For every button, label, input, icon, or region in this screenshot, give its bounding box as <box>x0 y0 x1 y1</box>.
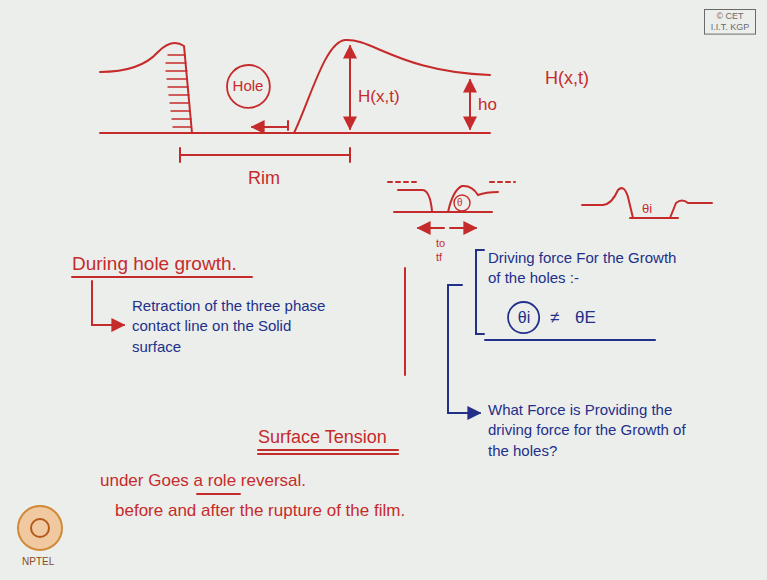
tick <box>179 148 181 162</box>
box-outline <box>705 10 756 35</box>
hatch-line <box>169 94 189 95</box>
dimension-label: Rim <box>248 166 280 190</box>
hole-circle: Hole <box>226 64 271 109</box>
hatch-line <box>172 118 191 119</box>
hatch-line <box>167 78 187 79</box>
hatch-line <box>168 54 185 55</box>
angle-label: θ <box>457 196 463 210</box>
hatch-line <box>168 86 188 87</box>
hatching <box>166 55 191 127</box>
angle-circle <box>454 195 470 211</box>
underline <box>258 453 398 455</box>
film-profile <box>582 188 633 218</box>
hatch-line <box>171 110 190 111</box>
film-profile <box>398 190 432 211</box>
height-label: H(x,t) <box>358 86 400 109</box>
height-arrow <box>349 46 351 129</box>
question-text: What Force is Providing the driving forc… <box>488 400 703 461</box>
circle-outline <box>508 302 539 333</box>
logo-text: NPTEL <box>22 555 54 569</box>
note-text: Driving force For the Growth of the hole… <box>488 248 688 289</box>
pointer-arrow <box>92 281 124 325</box>
heading: During hole growth. <box>72 251 237 277</box>
time-label: tf <box>436 250 442 265</box>
hatch-line <box>166 70 187 71</box>
symbol: θE <box>575 307 596 330</box>
underline <box>72 276 252 278</box>
tick <box>287 121 289 130</box>
time-label: to <box>436 236 445 251</box>
underline <box>485 339 655 341</box>
symbol: ≠ <box>550 307 559 330</box>
underline <box>197 493 240 495</box>
film-profile <box>294 40 490 133</box>
motion-arrow <box>418 227 444 229</box>
heading: Surface Tension <box>258 425 387 449</box>
tick <box>349 148 351 162</box>
initial-film <box>490 181 515 183</box>
angle-label: θi <box>642 200 652 218</box>
film-profile <box>670 201 712 219</box>
nptel-logo <box>18 506 62 550</box>
bracket <box>476 250 484 334</box>
circle-outline <box>227 65 270 108</box>
node-text: Hole <box>233 77 264 95</box>
underline <box>258 449 398 451</box>
note-text: before and after the rupture of the film… <box>115 500 405 523</box>
hatch-line <box>170 102 189 103</box>
watermark-box: © CET I.I.T. KGP <box>704 9 756 35</box>
note-text: Retraction of the three phase contact li… <box>132 296 337 357</box>
node-text: θi <box>518 308 530 327</box>
nptel-logo <box>31 519 49 537</box>
note-text: under Goes a role reversal. <box>100 470 306 493</box>
height-label: ho <box>478 94 497 117</box>
bracket-arrow <box>448 285 480 413</box>
film-profile <box>100 43 192 133</box>
substrate-line <box>394 211 492 213</box>
divider <box>404 268 406 375</box>
hatch-line <box>173 126 191 127</box>
film-profile <box>448 186 498 212</box>
function-label: H(x,t) <box>545 66 589 90</box>
node-text: © CET I.I.T. KGP <box>707 11 753 33</box>
dimension-line <box>180 154 350 156</box>
motion-arrow <box>450 227 476 229</box>
hatch-line <box>166 62 186 63</box>
initial-film <box>388 181 420 183</box>
height-arrow <box>469 80 471 129</box>
retraction-arrow <box>252 126 288 128</box>
angle-circle: θi <box>507 301 540 334</box>
